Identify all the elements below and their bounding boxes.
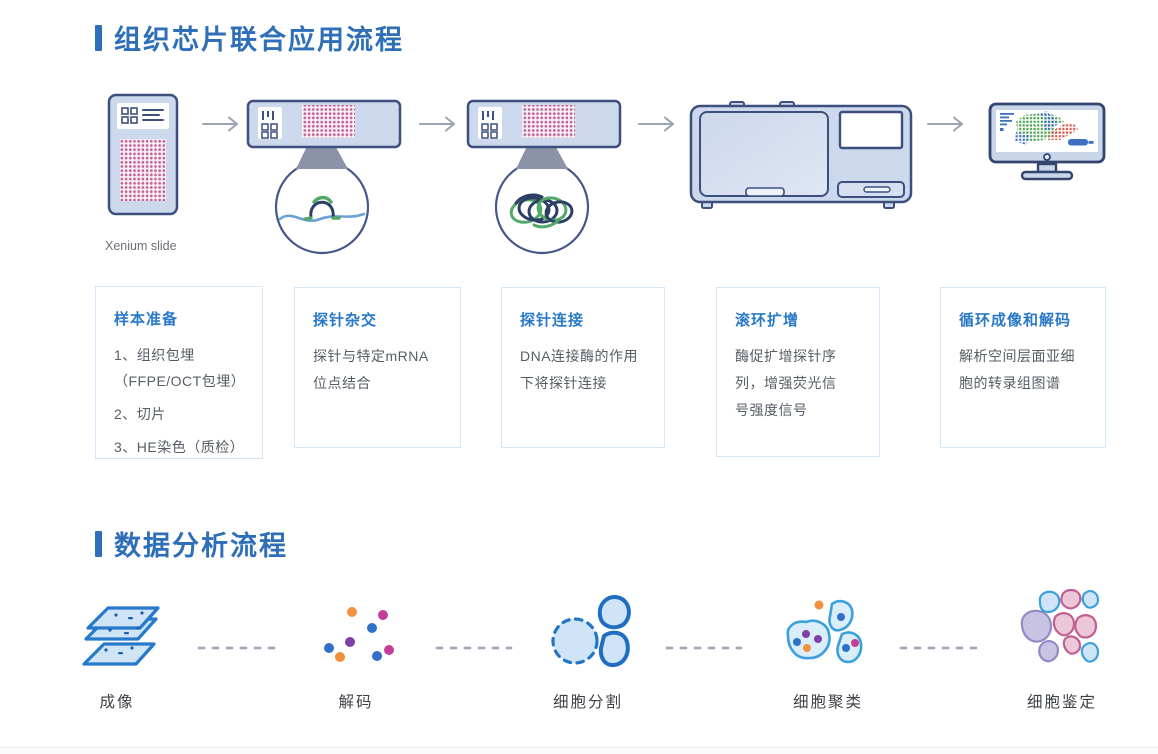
card-title: 滚环扩增 bbox=[735, 312, 800, 329]
card-rolling-circle-amplification: 滚环扩增 酶促扩增探针序 列，增强荧光信 号强度信号 bbox=[716, 287, 880, 457]
card-list-item: 3、HE染色（质检） bbox=[114, 439, 245, 455]
cell-segmentation-icon bbox=[551, 595, 631, 668]
section2-title: 数据分析流程 bbox=[114, 531, 288, 561]
dashed-connector bbox=[899, 646, 981, 650]
imaging-stack-icon bbox=[82, 606, 160, 666]
step-label-cell-identification: 细胞鉴定 bbox=[1026, 694, 1098, 711]
card-probe-hybridization: 探针杂交 探针与特定mRNA 位点结合 bbox=[294, 287, 461, 448]
rolling-circle-amplification-icon bbox=[466, 99, 622, 255]
probe-hybridization-icon bbox=[246, 99, 402, 255]
xenium-slide-icon bbox=[107, 93, 179, 216]
step-label-cell-segmentation: 细胞分割 bbox=[552, 694, 624, 711]
card-title: 样本准备 bbox=[114, 311, 179, 328]
card-imaging-decoding: 循环成像和解码 解析空间层面亚细 胞的转录组图谱 bbox=[940, 287, 1106, 448]
card-list-item: 2、切片 bbox=[114, 406, 166, 422]
bottom-divider bbox=[0, 747, 1158, 754]
cell-clustering-icon bbox=[786, 599, 863, 664]
card-title: 循环成像和解码 bbox=[959, 312, 1072, 329]
title-accent-bar bbox=[95, 530, 102, 557]
dashed-connector bbox=[665, 646, 743, 650]
slide-caption: Xenium slide bbox=[105, 239, 177, 253]
section1-header: 组织芯片联合应用流程 bbox=[95, 18, 404, 57]
card-title: 探针连接 bbox=[520, 312, 585, 329]
dashed-connector bbox=[435, 646, 513, 650]
title-accent-bar bbox=[95, 24, 102, 51]
card-sample-prep: 样本准备 1、组织包埋 （FFPE/OCT包埋） 2、切片 3、HE染色（质检） bbox=[95, 286, 263, 459]
dashed-connector bbox=[197, 646, 279, 650]
flow-arrow-icon bbox=[419, 116, 455, 132]
card-probe-ligation: 探针连接 DNA连接酶的作用 下将探针连接 bbox=[501, 287, 665, 448]
flow-arrow-icon bbox=[638, 116, 674, 132]
step-label-cell-clustering: 细胞聚类 bbox=[792, 694, 864, 711]
flow-arrow-icon bbox=[202, 116, 238, 132]
card-title: 探针杂交 bbox=[313, 312, 378, 329]
section1-title: 组织芯片联合应用流程 bbox=[114, 25, 404, 55]
decoding-dots-icon bbox=[324, 607, 394, 662]
flow-arrow-icon bbox=[927, 116, 963, 132]
section2-header: 数据分析流程 bbox=[95, 524, 288, 563]
card-list-item: 1、组织包埋 （FFPE/OCT包埋） bbox=[114, 347, 246, 389]
step-label-decoding: 解码 bbox=[338, 694, 374, 711]
step-label-imaging: 成像 bbox=[99, 694, 135, 711]
cell-identification-icon bbox=[1020, 588, 1100, 663]
xenium-instrument-icon bbox=[689, 101, 913, 209]
analysis-monitor-icon bbox=[988, 102, 1106, 181]
